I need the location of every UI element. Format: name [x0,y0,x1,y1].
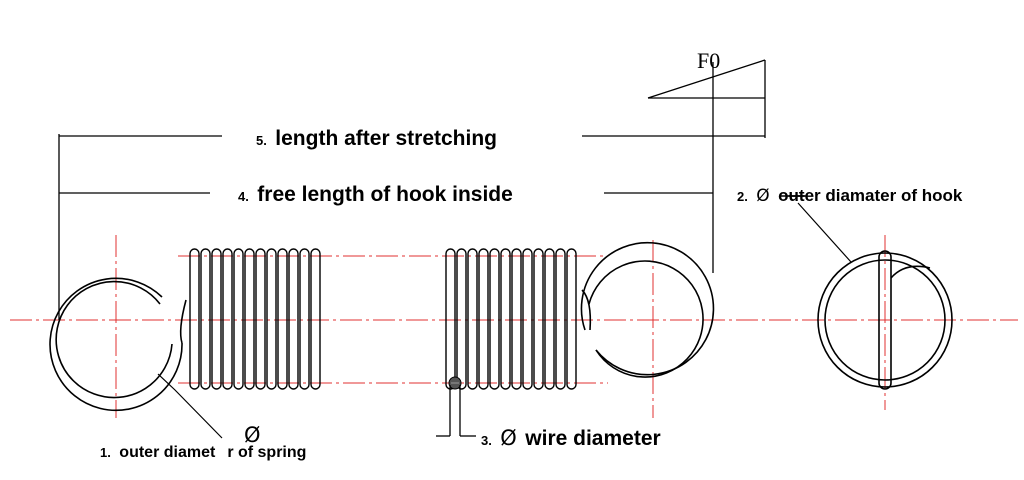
right-coil-turn [456,248,467,390]
left-coil-turn [233,248,244,390]
end-view-hook-bar [878,250,892,390]
left-coil-turn [200,248,211,390]
left-coil-turn [222,248,233,390]
hook-outer-diameter-label: 2. Ø outer diamater of hook [737,186,963,206]
right-coil-turn [478,248,489,390]
right-coil-turn [533,248,544,390]
left-coil-turn [288,248,299,390]
right-coil-turn [489,248,500,390]
left-hook-outer [49,277,183,412]
force-label: F0 [697,48,720,73]
right-coil-turn [555,248,566,390]
spring-od-symbol: Ø [244,423,261,447]
hook-end-view [817,250,953,390]
right-hook [580,241,715,378]
center-lines [10,235,1018,418]
right-coil-turn [445,248,456,390]
right-hook-outer [580,241,715,376]
force-triangle-hypotenuse [647,59,766,99]
right-coil-turn [522,248,533,390]
left-coil-turn [255,248,266,390]
hook-od-leader [797,202,852,263]
left-coil-pack [189,248,321,390]
left-coil-turn [299,248,310,390]
right-coil-turn [511,248,522,390]
free-length-label: 4. free length of hook inside [238,183,513,206]
right-coil-turn [500,248,511,390]
right-coil-turn [566,248,577,390]
end-view-hook-tip [890,265,931,279]
left-hook-neck [179,299,187,344]
left-coil-turn [244,248,255,390]
right-coil-pack [445,248,577,390]
right-coil-turn [544,248,555,390]
end-view-inner-circle [824,259,946,381]
left-coil-turn [266,248,277,390]
left-coil-turn [277,248,288,390]
spring-od-leader [157,373,223,439]
left-coil-turn [211,248,222,390]
right-hook-inner [588,260,704,378]
dimension-lines [58,59,852,439]
left-hook [49,277,187,412]
left-coil-turn [310,248,321,390]
left-hook-inner [55,280,173,399]
right-hook-neck [581,289,592,331]
end-view-outer-circle [817,252,953,388]
left-coil-turn [189,248,200,390]
wire-diameter-label: 3. Ø wire diameter [481,426,661,450]
right-coil-turn [467,248,478,390]
length-after-stretching-label: 5. length after stretching [256,127,497,150]
